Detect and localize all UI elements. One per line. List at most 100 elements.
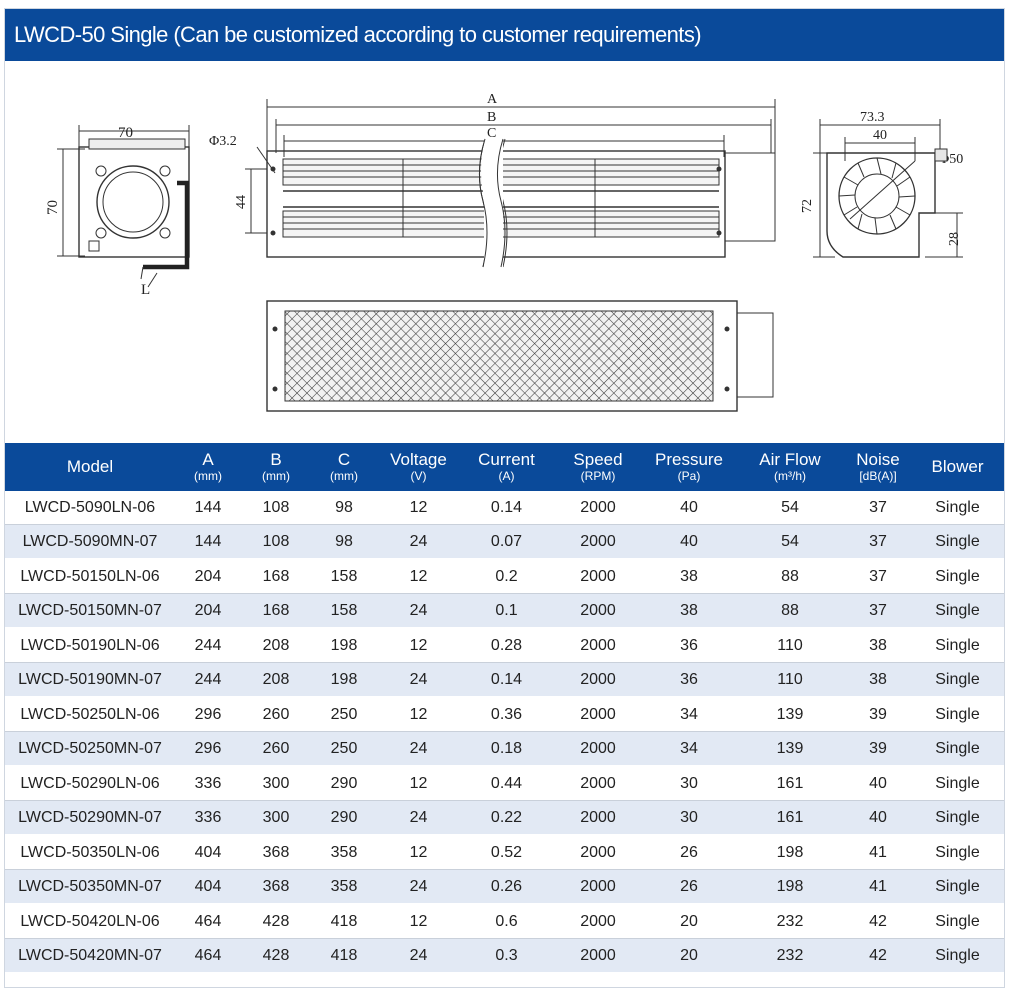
top-motor-housing bbox=[736, 312, 774, 398]
table-cell: 290 bbox=[311, 766, 377, 801]
column-header-unit: (m³/h) bbox=[774, 468, 806, 483]
table-cell: 250 bbox=[311, 697, 377, 732]
table-cell: 139 bbox=[735, 731, 845, 767]
table-cell: 208 bbox=[241, 628, 311, 663]
column-header: Noise[dB(A)] bbox=[845, 443, 911, 491]
table-cell: 168 bbox=[241, 593, 311, 629]
table-cell: 88 bbox=[735, 559, 845, 594]
table-cell: Single bbox=[911, 800, 1004, 836]
table-cell: 250 bbox=[311, 731, 377, 767]
table-cell: 418 bbox=[311, 904, 377, 939]
table-cell: 38 bbox=[643, 559, 735, 594]
end-housing-outline bbox=[826, 152, 936, 258]
table-cell: 88 bbox=[735, 593, 845, 629]
table-cell: Single bbox=[911, 869, 1004, 905]
column-header: A(mm) bbox=[175, 443, 241, 491]
table-cell: 198 bbox=[735, 835, 845, 870]
end-inner-label: 40 bbox=[873, 128, 887, 143]
table-cell: 38 bbox=[845, 662, 911, 698]
table-cell: 110 bbox=[735, 662, 845, 698]
table-cell: 2000 bbox=[553, 766, 643, 801]
side-l-label: L bbox=[141, 282, 150, 298]
table-cell: 40 bbox=[845, 766, 911, 801]
model-cell: LWCD-50290MN-07 bbox=[5, 800, 175, 836]
table-cell: 2000 bbox=[553, 662, 643, 698]
table-cell: 198 bbox=[735, 869, 845, 905]
table-cell: 198 bbox=[311, 628, 377, 663]
model-cell: LWCD-50290LN-06 bbox=[5, 766, 175, 801]
table-cell: 108 bbox=[241, 491, 311, 525]
end-impeller-circle bbox=[838, 157, 916, 235]
end-width-label: 73.3 bbox=[860, 110, 885, 125]
table-cell: Single bbox=[911, 524, 1004, 560]
column-header: Blower bbox=[911, 443, 1004, 491]
end-view: 73.3 40 Φ50 72 28 bbox=[800, 110, 963, 258]
end-outlet-label: 28 bbox=[947, 232, 962, 246]
column-header-label: Blower bbox=[931, 457, 984, 476]
table-cell: Single bbox=[911, 766, 1004, 801]
table-cell: 24 bbox=[377, 524, 460, 560]
technical-drawing: 70 70 L A B bbox=[5, 61, 1004, 442]
front-a-label: A bbox=[487, 92, 498, 107]
table-cell: 296 bbox=[175, 731, 241, 767]
table-cell: 41 bbox=[845, 869, 911, 905]
column-header-label: Speed bbox=[573, 449, 623, 469]
column-header-label: Current bbox=[478, 449, 535, 469]
table-cell: 418 bbox=[311, 938, 377, 974]
table-cell: 290 bbox=[311, 800, 377, 836]
table-cell: 0.26 bbox=[460, 869, 553, 905]
table-cell: Single bbox=[911, 904, 1004, 939]
table-cell: 428 bbox=[241, 904, 311, 939]
column-header-label: A bbox=[202, 449, 214, 469]
model-cell: LWCD-50420MN-07 bbox=[5, 938, 175, 974]
model-cell: LWCD-50190LN-06 bbox=[5, 628, 175, 663]
table-cell: 0.22 bbox=[460, 800, 553, 836]
table-cell: 336 bbox=[175, 766, 241, 801]
model-cell: LWCD-50250MN-07 bbox=[5, 731, 175, 767]
top-view bbox=[266, 300, 774, 412]
column-header-unit: [dB(A)] bbox=[859, 468, 897, 483]
table-cell: 0.28 bbox=[460, 628, 553, 663]
front-motor-housing bbox=[724, 152, 776, 242]
table-cell: 2000 bbox=[553, 869, 643, 905]
table-cell: 2000 bbox=[553, 835, 643, 870]
column-header: Current(A) bbox=[460, 443, 553, 491]
model-cell: LWCD-50150MN-07 bbox=[5, 593, 175, 629]
table-cell: 204 bbox=[175, 593, 241, 629]
column-header-unit: (V) bbox=[410, 468, 427, 483]
table-cell: 24 bbox=[377, 593, 460, 629]
page-title: LWCD-50 Single (Can be customized accord… bbox=[14, 22, 702, 47]
table-cell: 404 bbox=[175, 835, 241, 870]
column-header-label: Air Flow bbox=[759, 449, 821, 469]
table-cell: 144 bbox=[175, 524, 241, 560]
table-cell: 38 bbox=[643, 593, 735, 629]
column-header: Model bbox=[5, 443, 175, 491]
table-cell: 2000 bbox=[553, 593, 643, 629]
table-cell: 39 bbox=[845, 731, 911, 767]
table-cell: 244 bbox=[175, 662, 241, 698]
table-cell: 26 bbox=[643, 835, 735, 870]
column-header-label: Voltage bbox=[390, 449, 447, 469]
table-cell: 24 bbox=[377, 869, 460, 905]
table-cell: 24 bbox=[377, 800, 460, 836]
table-cell: 12 bbox=[377, 904, 460, 939]
column-header: Pressure(Pa) bbox=[643, 443, 735, 491]
table-cell: Single bbox=[911, 697, 1004, 732]
table-cell: 144 bbox=[175, 491, 241, 525]
table-cell: 2000 bbox=[553, 559, 643, 594]
table-cell: 0.1 bbox=[460, 593, 553, 629]
front-view: A B C Φ3.2 44 bbox=[209, 92, 776, 268]
table-cell: 208 bbox=[241, 662, 311, 698]
table-cell: 37 bbox=[845, 593, 911, 629]
column-header: Air Flow(m³/h) bbox=[735, 443, 845, 491]
column-header: Speed(RPM) bbox=[553, 443, 643, 491]
table-cell: 26 bbox=[643, 869, 735, 905]
model-cell: LWCD-50350MN-07 bbox=[5, 869, 175, 905]
table-cell: 30 bbox=[643, 766, 735, 801]
table-cell: 161 bbox=[735, 800, 845, 836]
table-cell: 0.14 bbox=[460, 491, 553, 525]
